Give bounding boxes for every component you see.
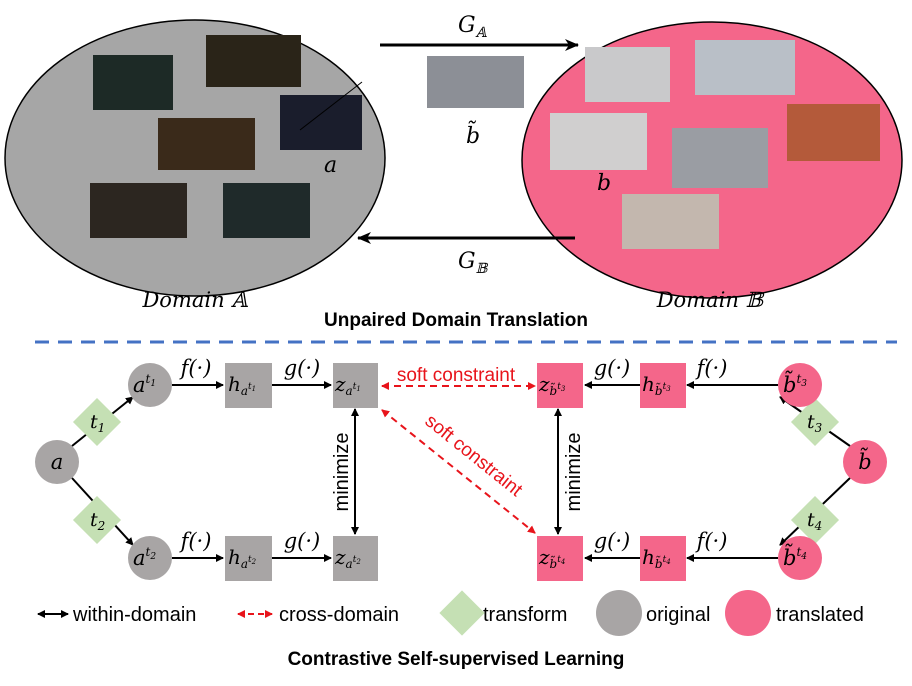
legend-diamond xyxy=(439,590,485,636)
svg-text:hb̃t3: hb̃t3 xyxy=(642,372,671,398)
f-label: f(·) xyxy=(179,529,212,553)
photo-day xyxy=(622,194,719,249)
z-a-t2: zat2 xyxy=(333,536,378,581)
minimize-label: minimize xyxy=(331,433,353,512)
photo-night xyxy=(93,55,173,110)
node-b-t3: b̃t3 xyxy=(778,363,822,407)
svg-text:t4: t4 xyxy=(807,509,822,533)
f-label: f(·) xyxy=(179,356,212,380)
node-a xyxy=(35,440,79,484)
unpaired-domain-translation: a b̃ b G𝔸 G𝔹 Domain 𝔸 Domain 𝔹 Unpaired … xyxy=(4,13,903,331)
photo-night xyxy=(206,35,301,87)
photo-day xyxy=(787,104,880,161)
f-label: f(·) xyxy=(695,356,728,380)
svg-text:hat1: hat1 xyxy=(228,372,256,398)
g-label: g(·) xyxy=(284,356,321,380)
g-label: g(·) xyxy=(594,356,631,380)
svg-text:zb̃t3: zb̃t3 xyxy=(538,372,566,398)
node-b-tilde xyxy=(843,440,887,484)
g-b-label: G𝔹 xyxy=(458,249,489,277)
legend-original: original xyxy=(646,604,710,626)
soft-constraint-label: soft constraint xyxy=(397,365,516,386)
svg-text:t1: t1 xyxy=(90,411,105,435)
svg-text:at1: at1 xyxy=(133,372,156,397)
svg-text:t2: t2 xyxy=(90,509,105,533)
photo-night xyxy=(223,183,310,238)
domain-b-label: Domain 𝔹 xyxy=(656,288,766,312)
transform-t3: t3 xyxy=(790,397,840,447)
node-b-tilde-label: b̃ xyxy=(858,447,871,474)
photo-night xyxy=(90,183,187,238)
contrastive-learning: minimize minimize soft constraint soft c… xyxy=(35,356,887,581)
photo-day xyxy=(672,128,768,188)
minimize-label: minimize xyxy=(563,433,585,512)
soft-constraint-label: soft constraint xyxy=(421,410,527,501)
svg-text:zat2: zat2 xyxy=(334,545,361,571)
top-title: Unpaired Domain Translation xyxy=(324,310,588,331)
legend-transform: transform xyxy=(483,604,567,626)
photo-day xyxy=(585,47,670,102)
photo-translated xyxy=(427,56,524,108)
svg-text:b̃t4: b̃t4 xyxy=(783,543,807,570)
bottom-title: Contrastive Self-supervised Learning xyxy=(288,649,625,670)
photo-day xyxy=(695,40,795,95)
h-b-t3: hb̃t3 xyxy=(640,363,686,408)
domain-a-label: Domain 𝔸 xyxy=(141,288,248,312)
node-a-t1: at1 xyxy=(128,363,172,407)
h-a-t1: hat1 xyxy=(225,363,272,408)
photo-day xyxy=(550,113,647,170)
z-b-t3: zb̃t3 xyxy=(537,363,583,408)
photo-night xyxy=(280,95,362,150)
z-b-t4: zb̃t4 xyxy=(537,536,583,581)
svg-text:at2: at2 xyxy=(133,545,156,570)
legend-pink-circle xyxy=(725,590,771,636)
svg-text:b̃t3: b̃t3 xyxy=(783,370,807,397)
h-a-t2: hat2 xyxy=(225,536,272,581)
legend-cross-domain: cross-domain xyxy=(279,604,399,626)
svg-text:zb̃t4: zb̃t4 xyxy=(538,545,565,571)
svg-text:t3: t3 xyxy=(807,411,823,435)
g-label: g(·) xyxy=(284,529,321,553)
svg-text:zat1: zat1 xyxy=(334,372,361,398)
z-a-t1: zat1 xyxy=(333,363,378,408)
sample-b-label: b xyxy=(597,171,611,196)
node-b-t4: b̃t4 xyxy=(778,536,822,580)
g-a-label: G𝔸 xyxy=(458,13,488,41)
sample-a-label: a xyxy=(324,153,337,178)
soft-constraint-diagonal-arrow xyxy=(381,409,536,534)
node-a-t2: at2 xyxy=(128,536,172,580)
legend-within-domain: within-domain xyxy=(72,604,196,626)
translated-label: b̃ xyxy=(466,119,480,149)
transform-t1: t1 xyxy=(72,397,122,447)
node-a-label: a xyxy=(51,450,64,474)
transform-t4: t4 xyxy=(790,495,840,545)
transform-t2: t2 xyxy=(72,495,122,545)
legend-gray-circle xyxy=(596,590,642,636)
svg-text:hat2: hat2 xyxy=(228,545,257,571)
g-label: g(·) xyxy=(594,529,631,553)
legend: within-domain cross-domain transform ori… xyxy=(37,590,864,636)
svg-text:hb̃t4: hb̃t4 xyxy=(642,545,671,571)
legend-translated: translated xyxy=(776,604,864,626)
h-b-t4: hb̃t4 xyxy=(640,536,686,581)
photo-night xyxy=(158,118,255,170)
f-label: f(·) xyxy=(695,529,728,553)
